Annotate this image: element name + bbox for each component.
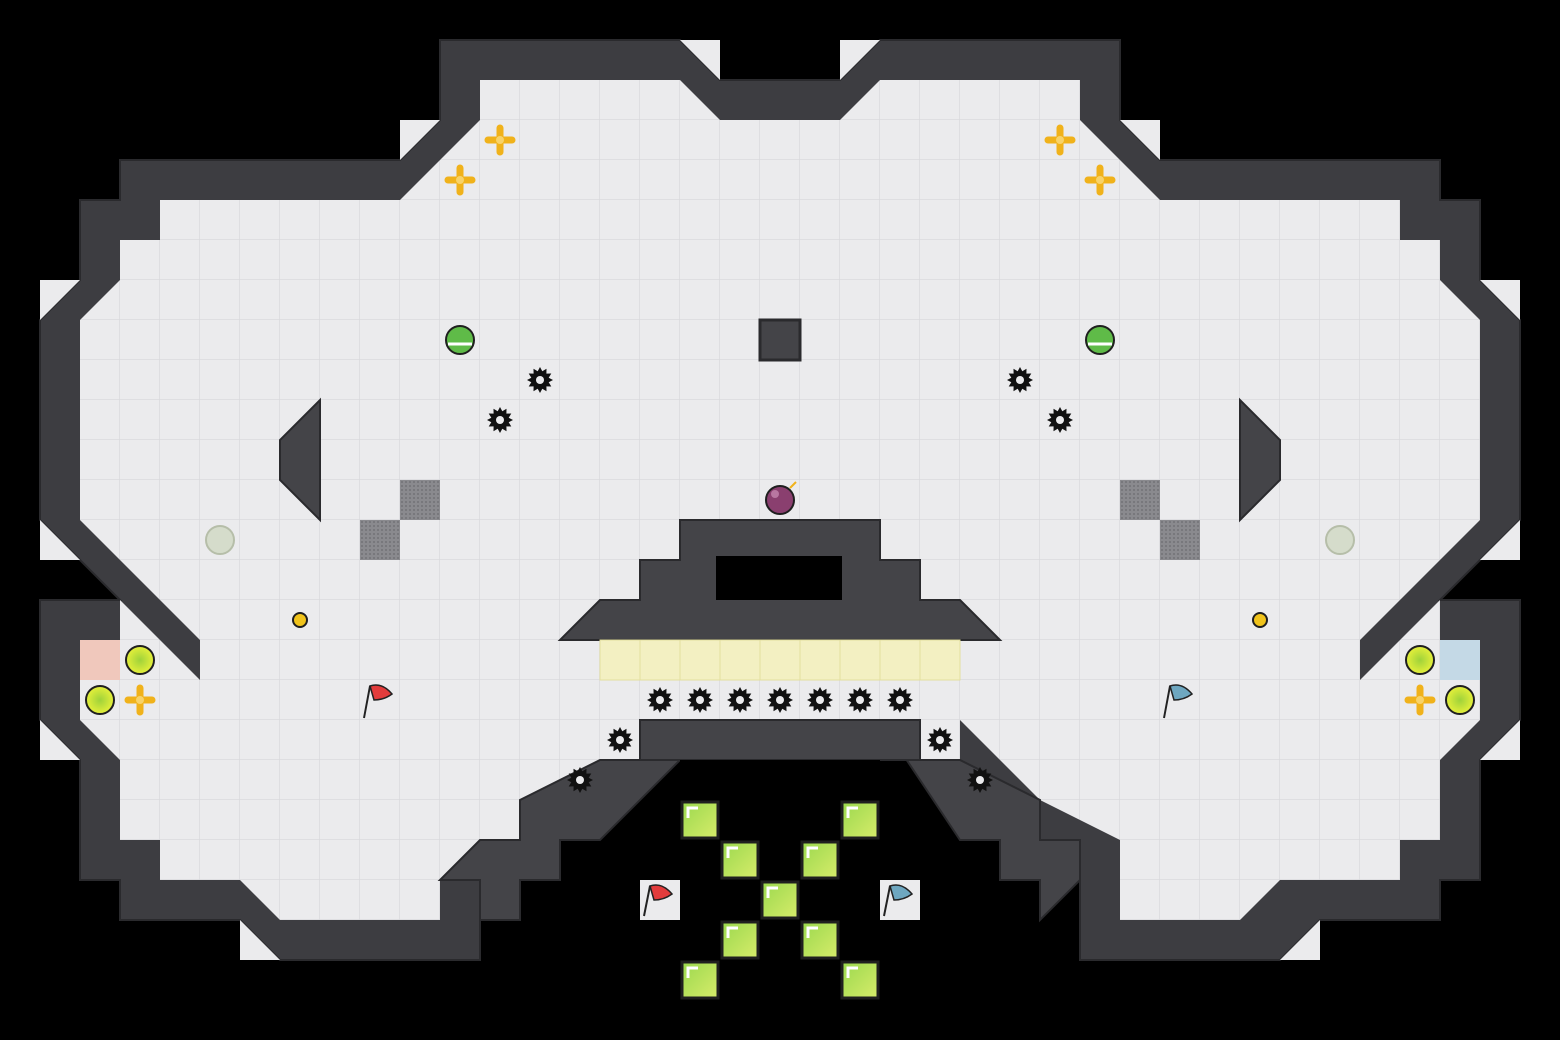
gate-tile [760, 880, 800, 920]
spike-icon [1047, 407, 1073, 433]
red-base-tile [80, 640, 120, 680]
spike-icon [487, 407, 513, 433]
speed-strip [599, 639, 961, 681]
spike-icon [687, 687, 713, 713]
powerup-icon[interactable] [445, 325, 475, 355]
gate-tile [840, 800, 880, 840]
flags [363, 684, 1194, 920]
boost-icon[interactable] [1084, 164, 1116, 196]
blue-base-tile [1440, 640, 1480, 680]
spike-icon [527, 367, 553, 393]
boosts [124, 124, 1436, 716]
red-flag-icon[interactable] [640, 880, 680, 920]
portal-icon [1325, 525, 1355, 555]
spike-icon [567, 767, 593, 793]
gate-tile [720, 840, 760, 880]
spike-icon [847, 687, 873, 713]
corner-trims [40, 40, 1520, 960]
gate-tile [720, 920, 760, 960]
button-icon[interactable] [85, 685, 115, 715]
boost-icon[interactable] [1044, 124, 1076, 156]
powerups [445, 325, 1115, 355]
lower-right-ramp [878, 719, 1081, 923]
spike-icon [927, 727, 953, 753]
left-wedge [279, 397, 321, 523]
spike-icon [607, 727, 633, 753]
gate-tile [840, 960, 880, 1000]
boost-icon[interactable] [484, 124, 516, 156]
portal-icon [205, 525, 235, 555]
powerup-icon[interactable] [1085, 325, 1115, 355]
gate-tile [800, 840, 840, 880]
spike-icon [807, 687, 833, 713]
portals [205, 525, 1355, 555]
center-floor-bar [639, 719, 921, 761]
inner-walls [279, 318, 1281, 923]
small-dots [292, 612, 1268, 628]
spike-icon [727, 687, 753, 713]
boost-icon[interactable] [1404, 684, 1436, 716]
spike-icon [1007, 367, 1033, 393]
spike-icon [967, 767, 993, 793]
right-wedge [1239, 397, 1281, 523]
blue-flag-icon[interactable] [880, 880, 920, 920]
bases [80, 640, 1480, 680]
spikes [487, 367, 1073, 793]
mesh-tiles [360, 480, 1200, 560]
spike-icon [887, 687, 913, 713]
boost-icon[interactable] [444, 164, 476, 196]
gate-tile [680, 800, 720, 840]
lower-left-ramp [437, 719, 681, 921]
button-icon[interactable] [125, 645, 155, 675]
button-icon[interactable] [1445, 685, 1475, 715]
spike-icon [767, 687, 793, 713]
button-icon[interactable] [1405, 645, 1435, 675]
gate-tile [800, 920, 840, 960]
center-block [758, 318, 802, 362]
buttons [85, 645, 1475, 715]
spike-icon [647, 687, 673, 713]
red-flag-icon[interactable] [363, 684, 394, 719]
gate-tile [680, 960, 720, 1000]
boost-icon[interactable] [124, 684, 156, 716]
bomb-icon[interactable] [765, 481, 797, 515]
blue-flag-icon[interactable] [1163, 684, 1194, 719]
gate-tiles [680, 800, 880, 1000]
pit [680, 760, 880, 800]
bunker-hole [716, 556, 842, 600]
